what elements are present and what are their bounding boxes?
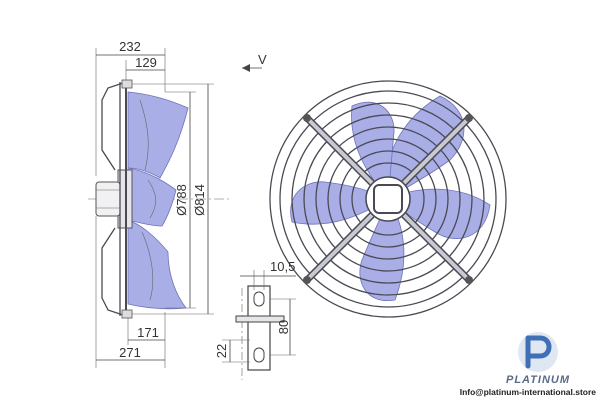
foot-detail: 10,5 80 22 [214,259,296,380]
dim-foot-offset: 22 [214,344,229,358]
arrow-left-icon [242,64,250,72]
dim-blade-diameter: Ø788 [174,184,189,216]
slot-lower [253,347,265,363]
side-motor [95,181,121,217]
dim-total-depth: 271 [119,345,141,360]
side-guard-top [101,81,127,171]
foot-flange [235,315,285,323]
platinum-logo: PLATINUM Info@platinum-international.sto… [460,332,597,397]
dim-guard-diameter: Ø814 [192,184,207,216]
side-blade-upper [127,91,189,179]
blade-4 [290,181,389,225]
view-arrow: V [242,52,267,72]
guard-wires [279,90,497,308]
front-view [269,80,507,318]
motor-mount-plate [373,184,403,214]
side-guard-bottom [101,227,127,317]
blade-2 [387,188,491,239]
side-view: 232 129 Ø788 Ø814 171 271 [88,39,232,368]
dim-slot-length: 80 [276,320,291,334]
foot-plate [247,285,271,371]
side-blade-lower [127,219,187,310]
dim-overall-depth: 232 [119,39,141,54]
dim-hole-width: 10,5 [270,259,295,274]
dim-foot-depth: 171 [137,325,159,340]
side-blade-edges [139,99,157,301]
side-blade-middle [127,167,177,227]
guard-outer-ring [269,80,507,318]
dim-flange-depth: 129 [135,55,157,70]
view-label: V [258,52,267,67]
brand-website: Info@platinum-international.store [460,387,597,397]
slot-upper [253,291,265,307]
logo-p-icon [525,335,552,369]
brand-name: PLATINUM [506,374,570,386]
